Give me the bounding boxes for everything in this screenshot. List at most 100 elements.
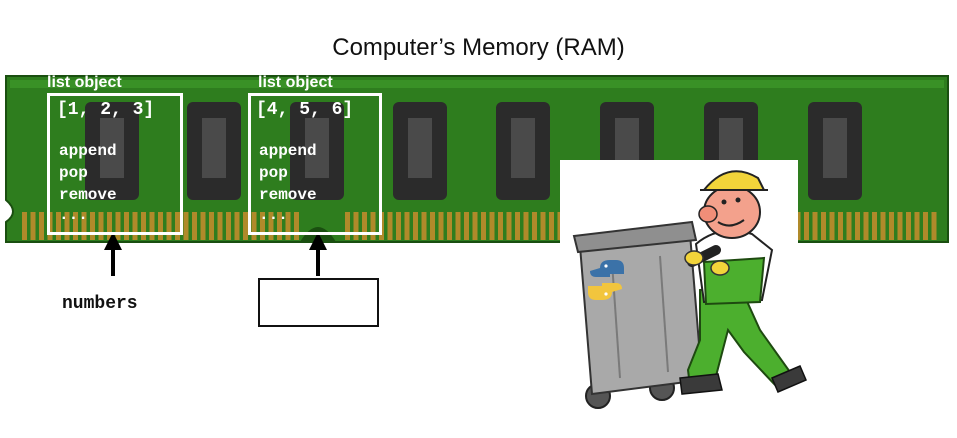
worker-legs	[686, 284, 792, 388]
ram-module	[5, 75, 949, 243]
ram-pin	[846, 212, 852, 240]
ram-pin	[472, 212, 478, 240]
ram-pin	[387, 212, 393, 240]
method-ellipsis: ...	[59, 206, 88, 224]
ram-pin	[523, 212, 529, 240]
empty-variable-box	[258, 278, 379, 327]
ram-pin	[73, 212, 78, 240]
list-object-label: list object	[47, 74, 122, 91]
method-remove: remove	[59, 186, 117, 204]
ram-pin	[200, 212, 206, 240]
ram-pin	[47, 212, 53, 240]
list-values: [4, 5, 6]	[256, 100, 354, 120]
ram-pin	[812, 212, 818, 240]
ram-pin	[829, 212, 835, 240]
method-append: append	[259, 142, 317, 160]
method-pop: pop	[259, 164, 288, 182]
ram-pin	[532, 212, 537, 240]
ram-pin	[540, 212, 546, 240]
arrowhead-empty	[309, 232, 327, 250]
ram-pin	[132, 212, 138, 240]
ram-pin	[447, 212, 452, 240]
ram-pin	[30, 212, 36, 240]
ram-chips	[85, 102, 862, 200]
ram-pin	[880, 212, 886, 240]
ram-board-highlight	[10, 80, 944, 88]
ram-pin	[821, 212, 826, 240]
ram-pin	[489, 212, 495, 240]
ram-pin	[481, 212, 486, 240]
ram-pin	[345, 212, 350, 240]
ram-pin	[260, 212, 265, 240]
ram-pin	[64, 212, 70, 240]
ram-pin	[889, 212, 894, 240]
ram-pin	[430, 212, 435, 240]
ram-pin	[183, 212, 189, 240]
ram-pin	[872, 212, 877, 240]
list-object-box	[248, 93, 382, 235]
ram-pin	[39, 212, 44, 240]
ram-pin	[243, 212, 248, 240]
ram-pin	[268, 212, 274, 240]
worker-helmet	[701, 170, 766, 191]
ram-pin	[149, 212, 155, 240]
ram-pin	[81, 212, 87, 240]
ram-pin	[923, 212, 928, 240]
ram-pin	[175, 212, 180, 240]
list-object-box	[47, 93, 183, 235]
ram-pin	[115, 212, 121, 240]
method-append: append	[59, 142, 117, 160]
ram-pin	[438, 212, 444, 240]
method-remove: remove	[259, 186, 317, 204]
ram-pin	[107, 212, 112, 240]
ram-pin	[56, 212, 61, 240]
ram-pin	[22, 212, 27, 240]
ram-pin	[98, 212, 104, 240]
ram-pin	[413, 212, 418, 240]
ram-pin	[515, 212, 520, 240]
trash-bin	[578, 232, 704, 396]
ram-pin	[124, 212, 129, 240]
diagram-title: Computer’s Memory (RAM)	[332, 34, 625, 61]
ram-pin	[855, 212, 860, 240]
ram-pin	[906, 212, 911, 240]
ram-pin	[838, 212, 843, 240]
ram-pin	[421, 212, 427, 240]
garbage-collector-illustration	[560, 160, 807, 410]
ram-pin	[209, 212, 214, 240]
ram-pin	[914, 212, 920, 240]
ram-pin	[141, 212, 146, 240]
ram-pin	[370, 212, 376, 240]
ram-pin	[498, 212, 503, 240]
ram-pin	[804, 212, 809, 240]
ram-pin	[217, 212, 223, 240]
variable-numbers: numbers	[62, 294, 138, 314]
ram-pin	[285, 212, 291, 240]
ram-pin	[158, 212, 163, 240]
ram-pin	[234, 212, 240, 240]
ram-pin	[863, 212, 869, 240]
ram-pin	[931, 212, 937, 240]
ram-pin	[549, 212, 554, 240]
list-object-label: list object	[258, 74, 333, 91]
ram-pin	[277, 212, 282, 240]
ram-pin	[362, 212, 367, 240]
ram-pin	[396, 212, 401, 240]
ram-pin	[506, 212, 512, 240]
ram-pin	[226, 212, 231, 240]
ram-pin	[404, 212, 410, 240]
ram-pin	[294, 212, 299, 240]
method-ellipsis: ...	[259, 206, 288, 224]
ram-pin	[166, 212, 172, 240]
reference-arrows	[104, 232, 327, 276]
ram-pin	[353, 212, 359, 240]
ram-pin	[192, 212, 197, 240]
ram-pin	[455, 212, 461, 240]
ram-pin	[90, 212, 95, 240]
arrowhead-numbers	[104, 232, 122, 250]
ram-pin	[897, 212, 903, 240]
method-pop: pop	[59, 164, 88, 182]
ram-pin	[464, 212, 469, 240]
